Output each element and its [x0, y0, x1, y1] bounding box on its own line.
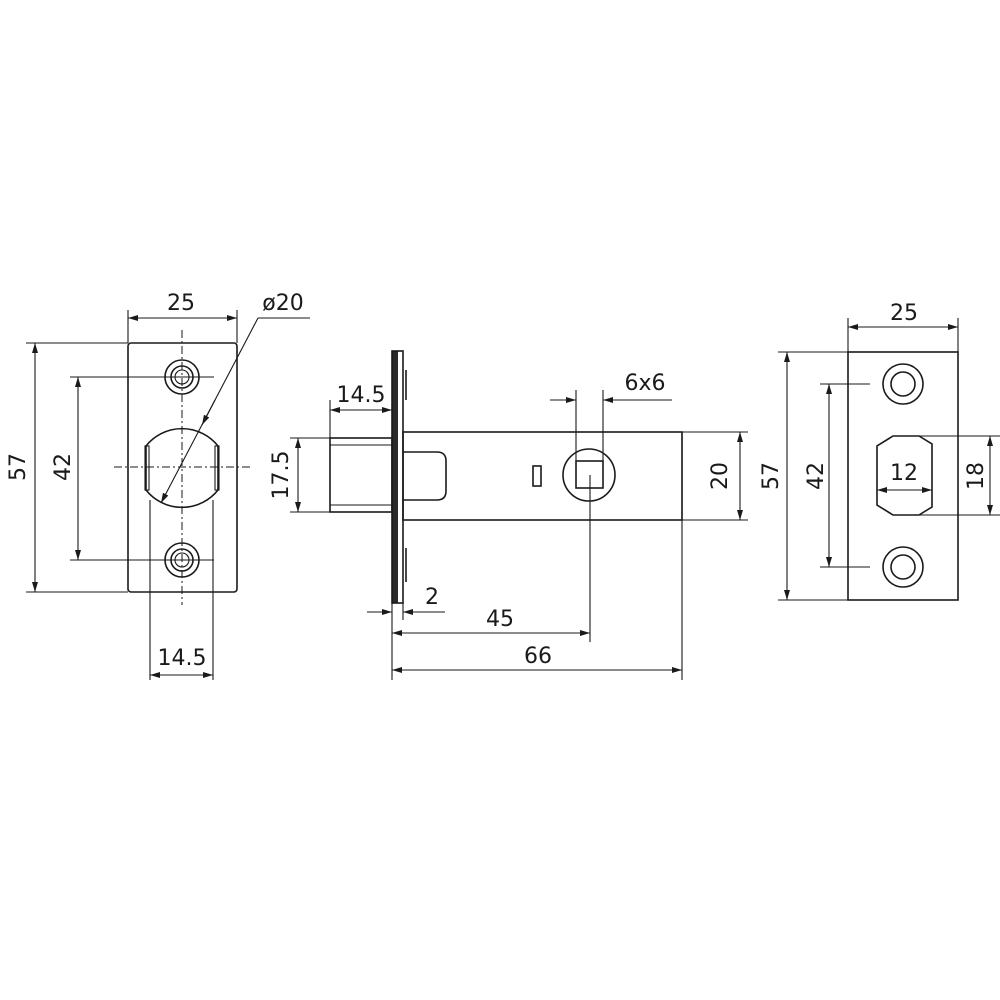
dim-bolt-height-label: 17.5 — [269, 451, 294, 500]
screw-hole-bottom — [882, 546, 924, 588]
dim-diameter-label: ø20 — [262, 291, 303, 316]
dim-hole-spacing-label: 42 — [51, 453, 76, 481]
ball-side-right — [214, 445, 220, 491]
face-plate-outline — [847, 351, 959, 601]
slot-mark — [532, 465, 542, 487]
dim-height-label: 57 — [6, 453, 31, 481]
dim-opening-label: 14.5 — [158, 646, 207, 671]
dim-slot-height-label: 18 — [964, 462, 989, 490]
dim-height-label: 57 — [759, 462, 784, 490]
dim-body-length-label: 66 — [524, 644, 552, 669]
face-plate-view: 12 25 57 42 18 — [759, 301, 1000, 601]
screw-hole-top — [882, 363, 924, 405]
spindle-hub — [562, 448, 616, 502]
faceplate-edge — [392, 351, 398, 603]
latch-tongue — [403, 451, 447, 501]
dim-bolt-projection-label: 14.5 — [337, 383, 386, 408]
dim-faceplate-thickness-label: 2 — [425, 585, 439, 610]
dim-width-label: 25 — [167, 291, 195, 316]
dim-slot-width-label: 12 — [890, 461, 918, 486]
latch-body — [402, 431, 683, 521]
strike-plate-view: 25 ø20 57 42 14.5 — [6, 291, 310, 680]
dim-body-height-label: 20 — [708, 462, 733, 490]
ball-side-left — [144, 445, 150, 491]
dim-hole-spacing-label: 42 — [804, 462, 829, 490]
latch-side-view: 6x6 14.5 17.5 20 2 45 66 — [269, 350, 748, 680]
dim-spindle-label: 6x6 — [624, 371, 665, 396]
dim-width-label: 25 — [890, 301, 918, 326]
latch-bolt — [329, 437, 393, 513]
dim-backset-label: 45 — [486, 607, 514, 632]
